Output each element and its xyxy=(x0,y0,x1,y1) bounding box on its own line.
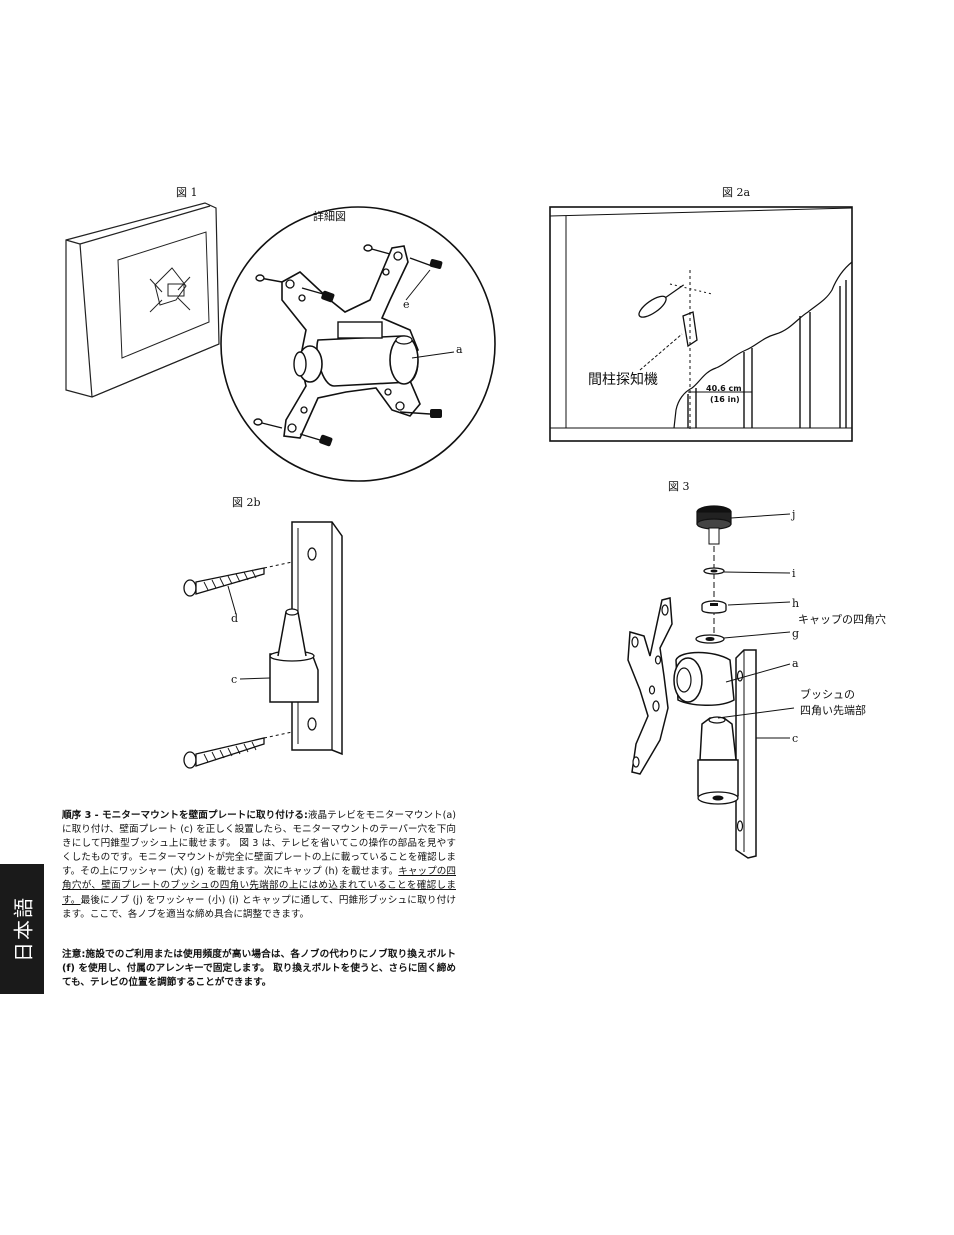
fig2a-measure-cm: 40.6 cm xyxy=(706,384,742,393)
fig2a-wall-drawing xyxy=(549,206,853,442)
fig3-cap-square-hole-label: キャップの四角穴 xyxy=(798,613,886,626)
fig3-callout-h: h xyxy=(792,597,800,610)
fig1-callout-e: e xyxy=(403,298,410,311)
fig3-callout-j: j xyxy=(792,508,796,521)
fig1-monitor-back xyxy=(65,202,220,398)
instruction-text-end: 最後にノブ (j) をワッシャー (小) (i) とキャップに通して、円錐形ブッ… xyxy=(62,894,456,920)
instruction-underlined-text: キャップの四角穴が、壁面プレートのブッシュの四角い先端部の上にはめ込まれているこ… xyxy=(62,866,456,906)
fig2a-measure-in: (16 in) xyxy=(710,395,740,404)
language-side-tab-label: 日本語 xyxy=(11,896,36,962)
fig2a-stud-finder-label: 間柱探知機 xyxy=(588,372,658,388)
fig3-callout-g: g xyxy=(792,627,800,640)
step-title: 順序 3 - モニターマウントを壁面プレートに取り付ける: xyxy=(62,810,308,821)
instruction-paragraph: 順序 3 - モニターマウントを壁面プレートに取り付ける:液晶テレビをモニターマ… xyxy=(62,809,456,922)
fig1-label: 図 1 xyxy=(176,186,198,199)
instruction-text: 液晶テレビをモニターマウント(a) に取り付け、壁面プレート (c) を正しく設… xyxy=(62,810,457,878)
fig1-detail-title: 詳細図 xyxy=(313,210,346,223)
fig3-bush-label-line1: ブッシュの xyxy=(800,688,855,701)
fig2a-label: 図 2a xyxy=(722,186,751,199)
fig3-label: 図 3 xyxy=(668,480,690,493)
fig2b-wall-plate xyxy=(183,521,343,769)
language-side-tab: 日本語 xyxy=(0,864,44,994)
fig3-bush-label-line2: 四角い先端部 xyxy=(800,704,866,717)
fig3-callout-i: i xyxy=(792,567,796,580)
fig2b-callout-d: d xyxy=(231,612,239,625)
fig1-callout-a: a xyxy=(456,343,463,356)
fig3-exploded-assembly xyxy=(627,505,795,859)
fig2b-label: 図 2b xyxy=(232,496,261,509)
note-paragraph: 注意:施設でのご利用または使用頻度が高い場合は、各ノブの代わりにノブ取り換えボル… xyxy=(62,949,456,989)
fig1-detail-circle xyxy=(220,206,496,482)
fig2b-callout-c: c xyxy=(231,673,238,686)
fig3-callout-a: a xyxy=(792,657,799,670)
fig3-callout-c: c xyxy=(792,732,799,745)
